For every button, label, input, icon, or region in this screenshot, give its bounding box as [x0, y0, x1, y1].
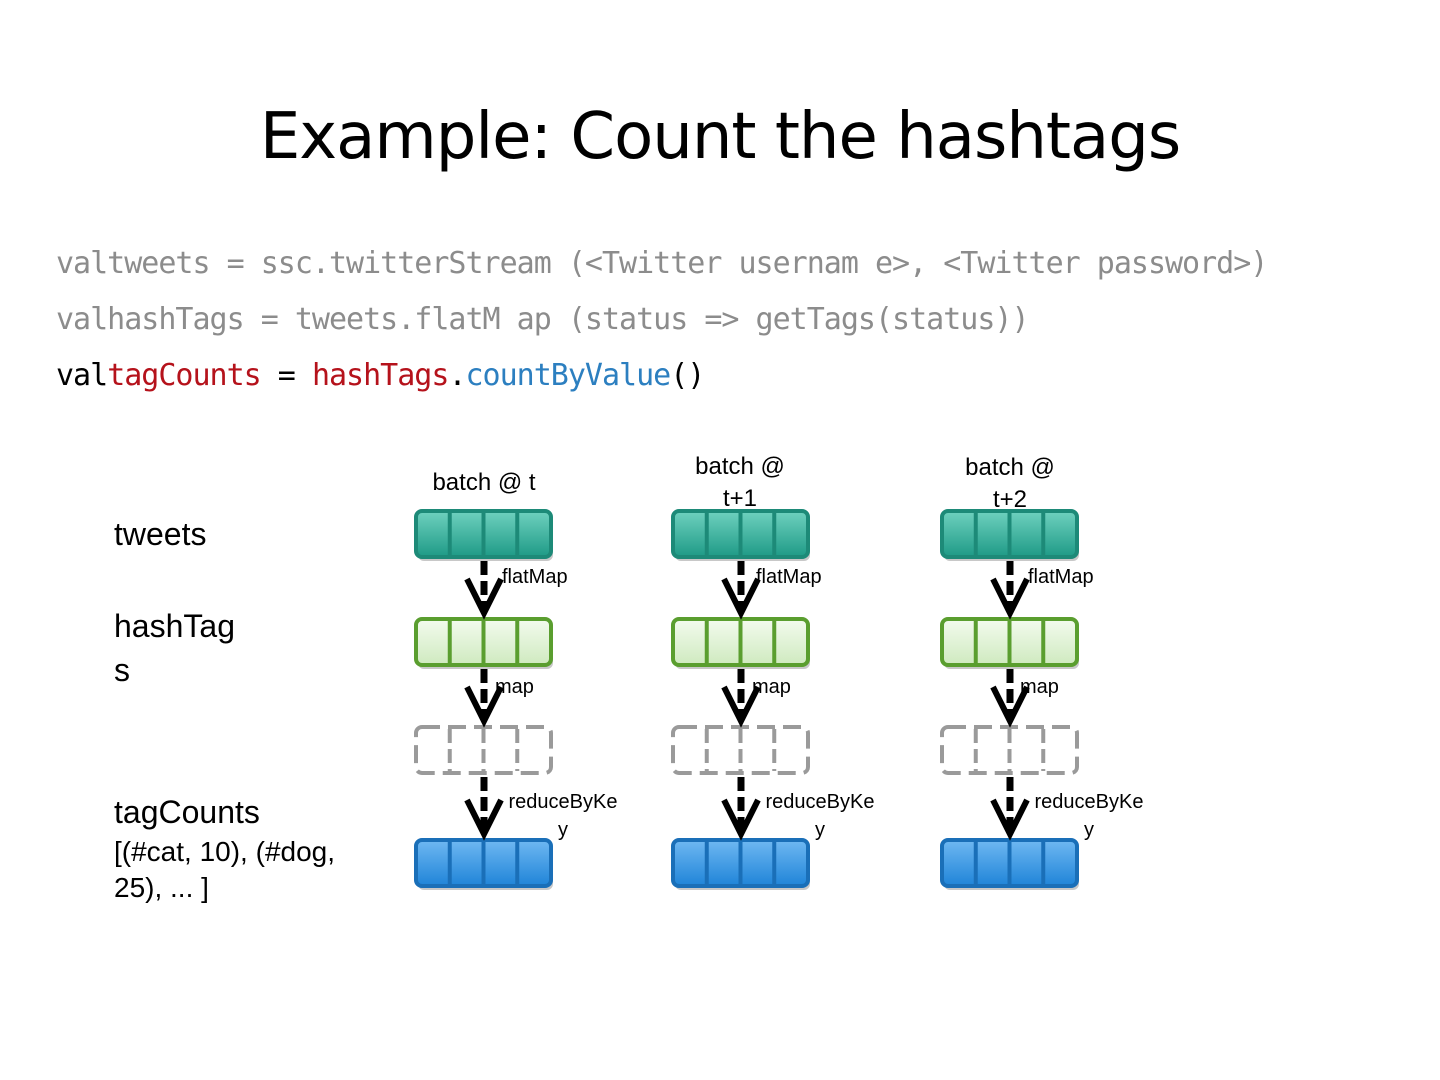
row-label-hashtags: hashTag s	[114, 608, 235, 688]
rdd-hashtags-0	[414, 617, 553, 669]
rdd-tweets-1	[671, 509, 810, 561]
arrow-head	[464, 577, 504, 620]
code-keyword-val: val	[56, 358, 108, 393]
rdd-hashtags-1	[671, 617, 810, 669]
code-var-hashtags: hashTags	[311, 358, 449, 393]
rdd-tweets-2	[940, 509, 1079, 561]
op-flatmap-0: flatMap	[502, 566, 568, 588]
code-block: valtweets = ssc.twitterStream (<Twitter …	[56, 236, 1268, 404]
code-dot: .	[448, 358, 466, 393]
op-reduce-1: reduceByKe y	[765, 791, 875, 841]
arrow-head	[721, 577, 761, 620]
code-method-countbyvalue: countByValue	[465, 358, 672, 393]
row-label-tweets: tweets	[114, 516, 207, 552]
batch-label-t: batch @ t	[432, 469, 536, 496]
rdd-hashtags-2	[940, 617, 1079, 669]
arrow-2-2	[990, 777, 1030, 841]
arrow-1-0	[721, 561, 761, 620]
arrow-1-1	[721, 669, 761, 728]
arrow-0-0	[464, 561, 504, 620]
arrow-head	[990, 577, 1030, 620]
rdd-intermediate-2	[940, 725, 1079, 775]
batch-label-t1: batch @ t+1	[695, 453, 785, 512]
code-line-hashtags: valhashTags = tweets.flatM ap (status =>…	[56, 302, 1030, 337]
arrow-head	[464, 685, 504, 728]
arrow-1-2	[721, 777, 761, 841]
op-reduce-0: reduceByKe y	[508, 791, 618, 841]
batch-label-t2: batch @ t+2	[965, 454, 1055, 513]
row-label-tagcounts: tagCounts	[114, 794, 260, 830]
rdd-tweets-0	[414, 509, 553, 561]
rdd-counts-0	[414, 838, 553, 890]
code-line-tweets: valtweets = ssc.twitterStream (<Twitter …	[56, 246, 1268, 281]
op-flatmap-1: flatMap	[756, 566, 822, 588]
arrow-0-1	[464, 669, 504, 728]
op-map-1: map	[752, 676, 791, 698]
arrow-head	[990, 798, 1030, 841]
code-equals: =	[260, 358, 312, 393]
op-map-0: map	[495, 676, 534, 698]
rdd-counts-2	[940, 838, 1079, 890]
arrow-2-0	[990, 561, 1030, 620]
op-reduce-2: reduceByKe y	[1034, 791, 1144, 841]
arrow-head	[721, 798, 761, 841]
rdd-counts-1	[671, 838, 810, 890]
arrow-0-2	[464, 777, 504, 841]
op-flatmap-2: flatMap	[1028, 566, 1094, 588]
arrow-head	[721, 685, 761, 728]
arrow-head	[990, 685, 1030, 728]
rdd-intermediate-0	[414, 725, 553, 775]
tagcounts-example: [(#cat, 10), (#dog, 25), ... ]	[114, 836, 336, 903]
arrow-2-1	[990, 669, 1030, 728]
code-parens: ()	[670, 358, 705, 393]
code-var-tagcounts: tagCounts	[107, 358, 262, 393]
code-line-tagcounts: valtagCounts = hashTags.countByValue()	[56, 348, 1267, 404]
op-map-2: map	[1020, 676, 1059, 698]
arrow-head	[464, 798, 504, 841]
rdd-intermediate-1	[671, 725, 810, 775]
slide-title: Example: Count the hashtags	[259, 100, 1181, 174]
